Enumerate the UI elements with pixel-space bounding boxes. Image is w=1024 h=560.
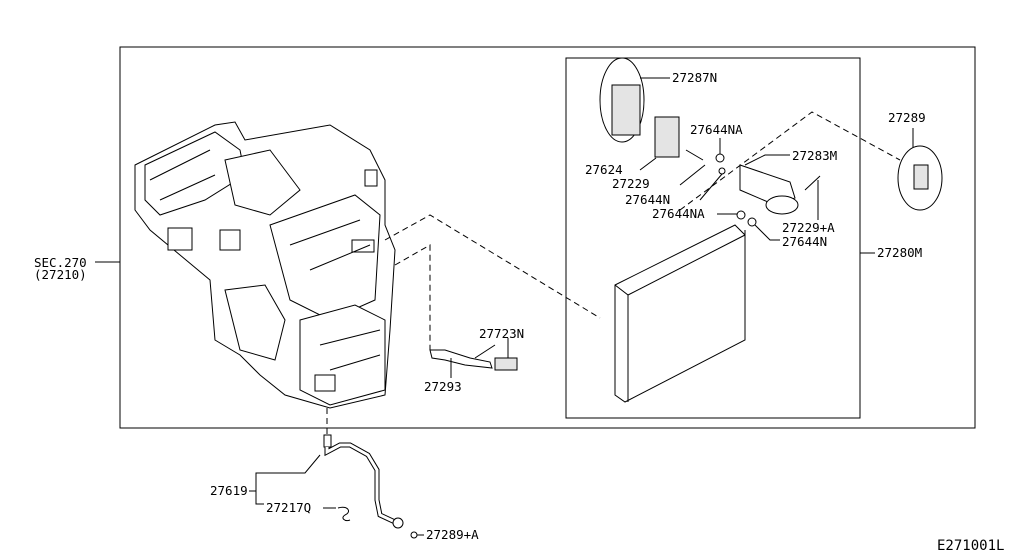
label-27280M: 27280M	[877, 245, 922, 260]
diagram-code: E271001L	[937, 538, 1004, 554]
evaporator-frame	[565, 57, 861, 419]
label-27287N: 27287N	[672, 70, 717, 85]
label-27229: 27229	[612, 176, 650, 191]
part-27619-drain-hose	[323, 434, 418, 539]
outer-frame	[119, 46, 976, 429]
label-27644NA-upper: 27644NA	[690, 122, 743, 137]
label-27289-A: 27289+A	[426, 527, 479, 542]
label-27283M: 27283M	[792, 148, 837, 163]
heater-unit-drawing	[134, 121, 396, 409]
part-27283M	[739, 154, 799, 215]
label-27644N-lower: 27644N	[782, 234, 827, 249]
label-27293: 27293	[424, 379, 462, 394]
part-27289-seal	[897, 128, 943, 211]
part-evaporator	[614, 224, 746, 403]
label-sec-270: SEC.270	[34, 255, 87, 270]
label-27644N-upper: 27644N	[625, 192, 670, 207]
label-27624: 27624	[585, 162, 623, 177]
label-27723N: 27723N	[479, 326, 524, 341]
label-27644NA-lower: 27644NA	[652, 206, 705, 221]
part-27287N	[599, 57, 670, 143]
label-27217Q: 27217Q	[266, 500, 311, 515]
label-27229-A: 27229+A	[782, 220, 835, 235]
part-27723N	[494, 357, 518, 371]
label-27619: 27619	[210, 483, 248, 498]
part-27293	[429, 349, 493, 369]
label-sec-27210: (27210)	[34, 267, 87, 282]
part-27624	[654, 116, 680, 158]
label-27289: 27289	[888, 110, 926, 125]
